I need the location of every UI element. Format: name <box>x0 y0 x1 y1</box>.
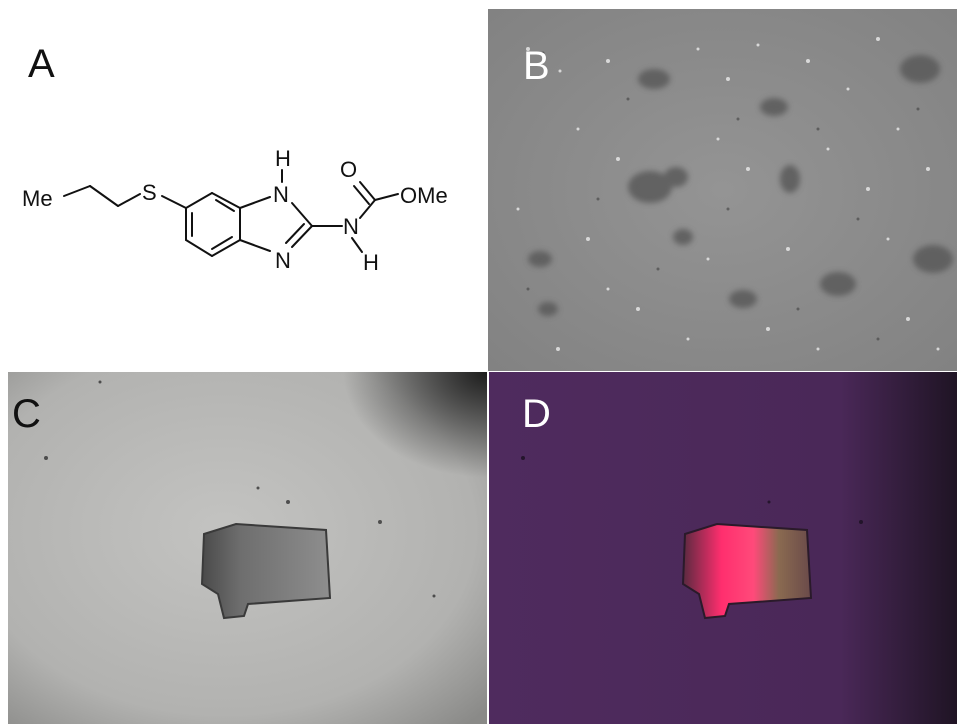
panel-b-micrograph: B <box>488 9 957 371</box>
sulfur-label: S <box>142 180 157 205</box>
albendazole-structure-drawing: Me S H N N O OMe N H <box>22 146 448 275</box>
ome-label: OMe <box>400 183 448 208</box>
nitrogen-top-label: N <box>273 182 289 207</box>
panel-c-micrograph: C <box>8 372 487 724</box>
panel-a-structure: A <box>0 0 487 370</box>
panel-c-letter: C <box>12 392 41 436</box>
glowing-crystal-shape <box>681 522 813 620</box>
panel-d-micrograph: D <box>489 372 957 724</box>
panel-a-letter: A <box>28 42 55 86</box>
nh-hydrogen-right-label: H <box>363 250 379 275</box>
me-label: Me <box>22 186 53 211</box>
panel-d-letter: D <box>522 392 551 436</box>
crystal-shape <box>200 522 332 620</box>
crystal-brightfield-image <box>8 372 487 724</box>
nh-hydrogen-top-label: H <box>275 146 291 171</box>
oxygen-label: O <box>340 157 357 182</box>
nitrogen-bottom-label: N <box>275 248 291 273</box>
crystal-polarized-image <box>489 372 957 724</box>
panel-b-letter: B <box>523 44 550 88</box>
nitrogen-right-label: N <box>343 214 359 239</box>
particle-field-image <box>488 9 957 371</box>
